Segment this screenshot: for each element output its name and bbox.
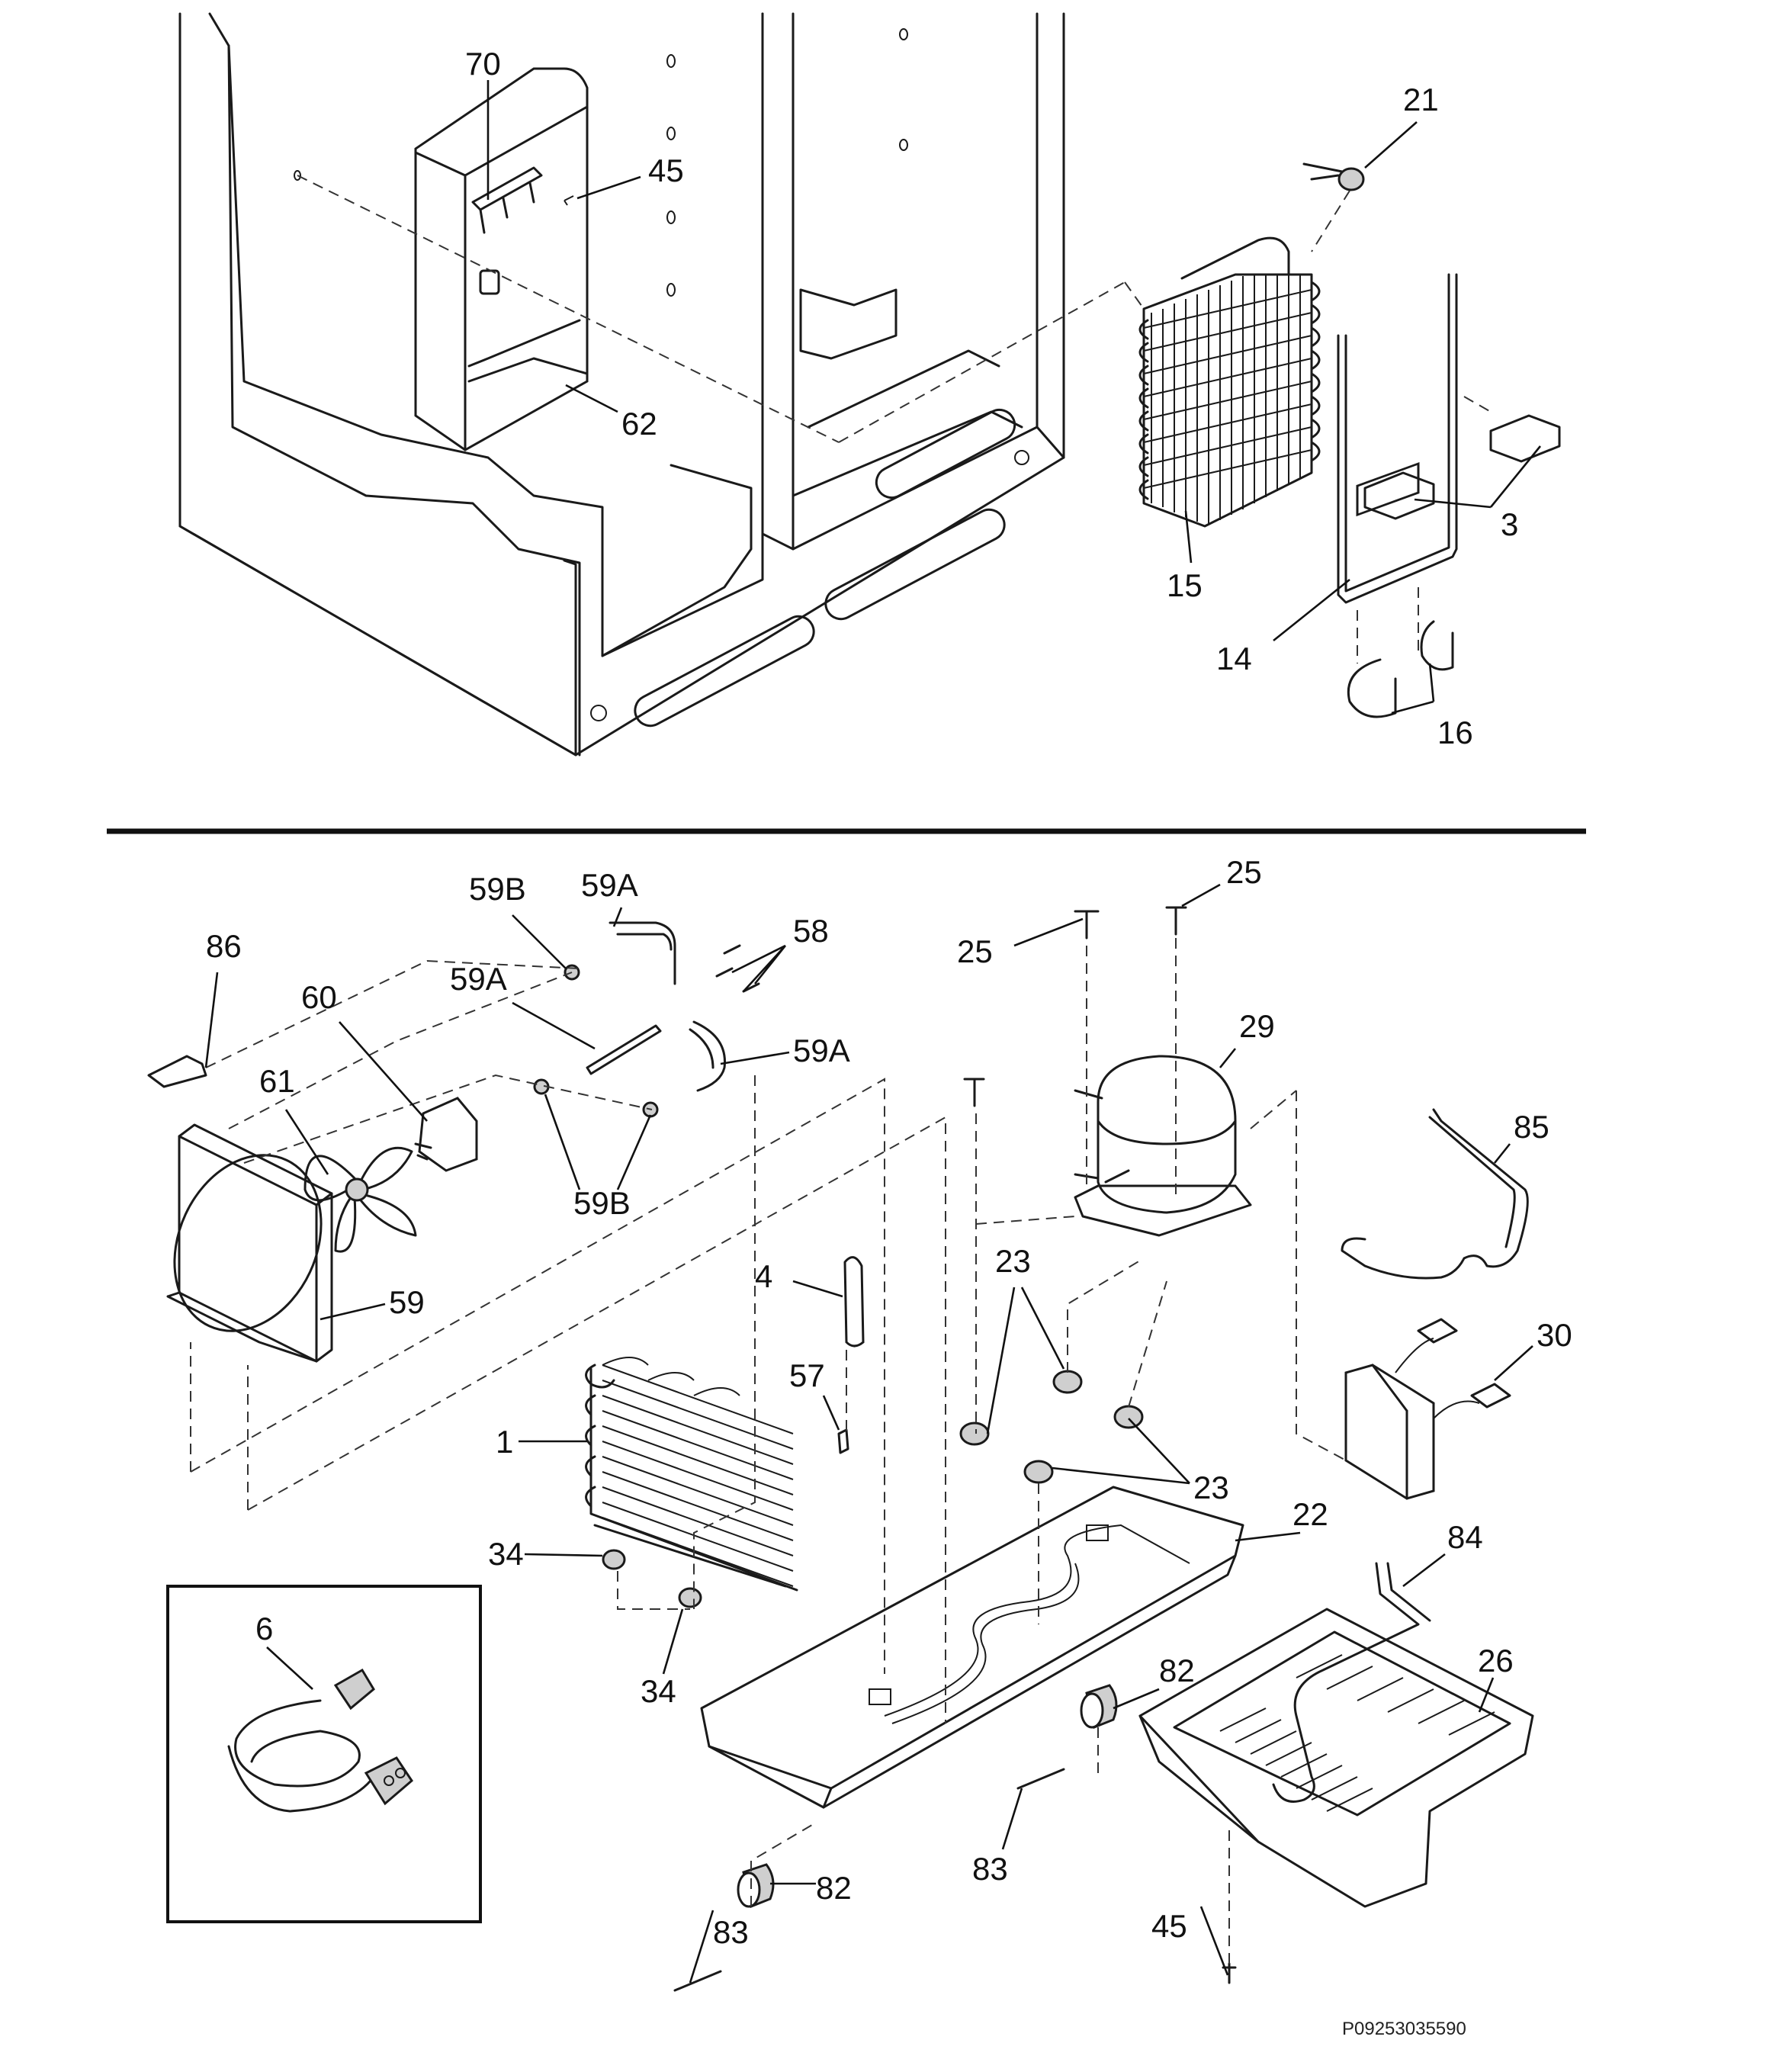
callout-26: 26 [1478, 1643, 1514, 1678]
callout-34-a: 34 [488, 1536, 524, 1572]
callout-23-b: 23 [1193, 1470, 1229, 1505]
callout-82-a: 82 [1159, 1653, 1195, 1688]
callouts-bottom: 59B 59A 58 86 59A 60 59A 61 59B 59 25 25… [206, 854, 1572, 1950]
alignment-lines-top [297, 175, 1492, 663]
alignment-lines-bottom [190, 938, 1347, 1964]
callout-58: 58 [793, 913, 829, 949]
callout-60: 60 [301, 979, 337, 1015]
screws-part-25 [963, 906, 1187, 1107]
callout-45-b: 45 [1151, 1908, 1187, 1944]
tubes-part-59a [586, 921, 726, 1092]
clips-part-16 [1347, 620, 1454, 718]
callout-4: 4 [755, 1258, 772, 1294]
couplers-part-58 [715, 944, 760, 993]
bracket-part-70 [471, 166, 574, 234]
callout-59: 59 [389, 1284, 425, 1320]
screws-part-83 [673, 1768, 1065, 1992]
callout-59b-1: 59B [469, 871, 526, 907]
part-4 [843, 1256, 865, 1348]
callout-61: 61 [259, 1063, 295, 1099]
condenser-part-15 [1138, 236, 1321, 528]
callout-84: 84 [1447, 1519, 1483, 1555]
callout-59a-3: 59A [793, 1033, 850, 1068]
callout-57: 57 [789, 1357, 825, 1393]
callout-6: 6 [255, 1611, 273, 1646]
drier-part-21 [1302, 162, 1365, 191]
heater-part-14 [1337, 273, 1561, 604]
tube-part-84 [1272, 1562, 1431, 1803]
callout-3: 3 [1501, 506, 1518, 542]
cabinet-liner [178, 12, 1065, 757]
callout-30: 30 [1537, 1317, 1572, 1353]
callout-62: 62 [621, 406, 657, 442]
callout-82-b: 82 [816, 1870, 852, 1906]
coil-part-1 [585, 1357, 798, 1592]
callout-1: 1 [496, 1424, 513, 1460]
clip-part-57 [837, 1428, 849, 1454]
callout-59a-2: 59A [450, 961, 507, 997]
callout-70: 70 [465, 46, 501, 82]
power-cord-inset [166, 1585, 482, 1923]
fan-blade-part-61 [303, 1146, 417, 1253]
callout-83-b: 83 [713, 1914, 749, 1950]
callout-21: 21 [1403, 82, 1439, 117]
drain-pan-part-26 [1138, 1608, 1534, 1908]
callout-23-a: 23 [995, 1243, 1031, 1279]
compressor-part-29 [1074, 1055, 1252, 1237]
nuts-part-59b [533, 964, 659, 1118]
callout-59a-1: 59A [581, 867, 638, 903]
grommets-part-23 [959, 1370, 1144, 1484]
fan-motor-part-60 [414, 1097, 478, 1172]
base-plate-part-22 [700, 1486, 1244, 1809]
callout-22: 22 [1293, 1496, 1328, 1532]
ice-bucket-part-62 [414, 67, 589, 451]
callout-16: 16 [1437, 715, 1473, 750]
callout-83-a: 83 [972, 1851, 1008, 1887]
callout-29: 29 [1239, 1008, 1275, 1044]
callout-14: 14 [1216, 641, 1252, 676]
feet-part-82 [737, 1684, 1118, 1909]
bracket-part-86 [147, 1055, 207, 1088]
diagram-code: P09253035590 [1342, 2019, 1466, 2039]
fan-shroud-part-59 [166, 1123, 333, 1363]
callout-45: 45 [648, 153, 684, 188]
callout-59b-2: 59B [573, 1185, 631, 1221]
callout-25-a: 25 [957, 933, 993, 969]
callout-25-b: 25 [1226, 854, 1262, 890]
tube-part-85 [1341, 1108, 1529, 1280]
leader-lines [204, 80, 1542, 1984]
relay-box-part-30 [1344, 1318, 1511, 1500]
bushings-part-34 [602, 1549, 702, 1608]
callouts-top: 70 45 62 21 15 3 14 16 [465, 46, 1518, 750]
callout-15: 15 [1167, 567, 1203, 603]
callout-86: 86 [206, 928, 242, 964]
callout-34-b: 34 [641, 1673, 676, 1709]
callout-85: 85 [1514, 1109, 1549, 1145]
